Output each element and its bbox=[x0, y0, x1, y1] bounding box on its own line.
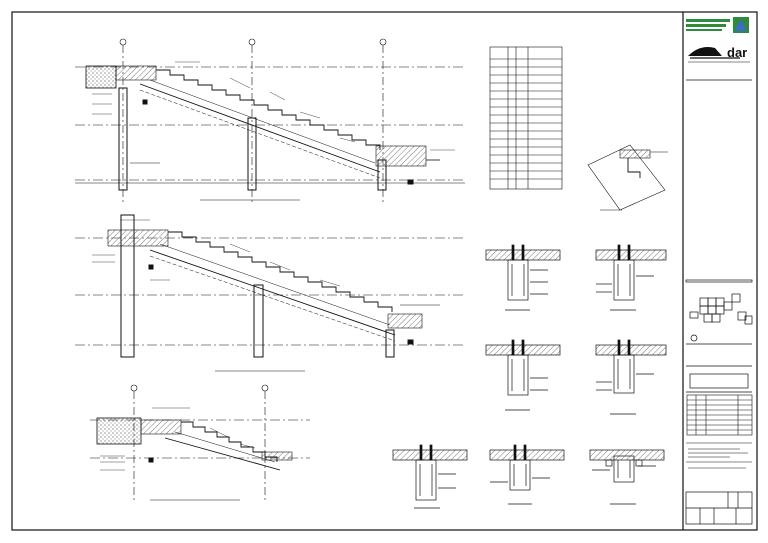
leader-lines bbox=[92, 61, 455, 151]
column-detail bbox=[595, 244, 667, 311]
column-detail bbox=[392, 444, 468, 509]
title-block: dar bbox=[685, 17, 753, 525]
dar-logo: dar bbox=[688, 45, 750, 63]
column-detail bbox=[589, 449, 665, 505]
stair-flight bbox=[168, 231, 393, 312]
level-lines bbox=[75, 66, 465, 181]
revision-block bbox=[686, 365, 752, 393]
column-detail bbox=[485, 339, 561, 411]
stair-section-middle bbox=[75, 214, 465, 372]
key-plan bbox=[685, 279, 753, 345]
landing-slab bbox=[85, 65, 117, 89]
columns bbox=[118, 87, 387, 191]
column-detail bbox=[595, 339, 667, 415]
stair-flight bbox=[156, 69, 381, 150]
schedule-table bbox=[489, 46, 563, 190]
columns bbox=[120, 214, 395, 358]
column-detail-grid bbox=[392, 244, 667, 509]
step-detail bbox=[587, 144, 668, 211]
sheet-border bbox=[11, 11, 758, 531]
column-detail bbox=[489, 444, 565, 505]
client-logo bbox=[686, 17, 749, 33]
project-info bbox=[686, 442, 752, 469]
revision-table bbox=[686, 394, 753, 436]
landing-slab bbox=[96, 417, 142, 445]
bottom-landing bbox=[375, 145, 427, 167]
stair-section-top bbox=[75, 38, 465, 205]
sheet-number-box bbox=[685, 491, 753, 525]
stair-section-bottom bbox=[90, 384, 310, 501]
dar-logo-text: dar bbox=[727, 45, 747, 60]
column-detail bbox=[485, 244, 561, 311]
